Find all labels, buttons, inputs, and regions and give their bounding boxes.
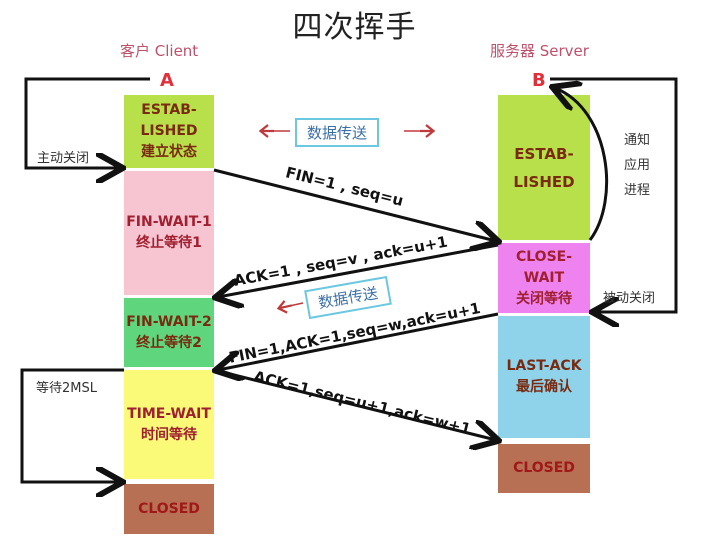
- data-arrow-left-2: [280, 303, 304, 308]
- state-zh: 时间等待: [141, 426, 197, 443]
- client-state-fin-wait-1: FIN-WAIT-1 终止等待1: [124, 171, 214, 295]
- state-en: TIME-WAIT: [127, 405, 211, 422]
- state-zh: 关闭等待: [516, 290, 572, 307]
- state-en: FIN-WAIT-1: [126, 214, 212, 230]
- state-en: FIN-WAIT-2: [126, 313, 212, 330]
- server-letter: B: [532, 70, 546, 91]
- client-state-closed: CLOSED: [124, 484, 214, 534]
- state-zh: 建立状态: [141, 144, 197, 160]
- notify-app-note: 通知 应用 进程: [624, 133, 651, 198]
- client-state-fin-wait-2: FIN-WAIT-2 终止等待2: [124, 298, 214, 367]
- client-state-time-wait: TIME-WAIT 时间等待: [124, 370, 214, 479]
- client-state-established: ESTAB- LISHED 建立状态: [124, 95, 214, 168]
- server-state-closed: CLOSED: [498, 444, 590, 493]
- passive-close-note: 被动关闭: [603, 291, 656, 306]
- server-state-close-wait: CLOSE-WAIT 关闭等待: [498, 243, 590, 313]
- msg-last-ack-line: [213, 368, 496, 440]
- diagram-title: 四次挥手: [292, 10, 417, 45]
- server-state-last-ack: LAST-ACK 最后确认: [498, 316, 590, 438]
- client-letter: A: [160, 70, 174, 91]
- passive-close-line: [550, 77, 678, 312]
- wait-2msl-line: [20, 368, 124, 482]
- state-en: ESTAB- LISHED: [140, 102, 198, 139]
- state-en: LAST-ACK: [506, 358, 582, 374]
- notify-app-curve: [555, 88, 608, 241]
- msg-fin-ack-line: [218, 312, 499, 370]
- wait-2msl-note: 等待2MSL: [36, 381, 97, 396]
- state-en: ESTAB- LISHED: [513, 144, 575, 191]
- active-close-note: 主动关闭: [37, 151, 90, 166]
- state-en: CLOSE-WAIT: [515, 248, 573, 286]
- state-en: CLOSED: [138, 500, 200, 517]
- state-zh: 最后确认: [516, 379, 572, 395]
- msg-fin-line: [213, 168, 496, 241]
- server-state-established: ESTAB- LISHED: [498, 95, 590, 240]
- client-label: 客户 Client: [120, 42, 199, 60]
- server-label: 服务器 Server: [490, 42, 589, 60]
- state-en: CLOSED: [513, 460, 575, 476]
- state-zh: 终止等待1: [136, 235, 202, 251]
- msg-ack-line: [218, 243, 499, 297]
- data-transfer-box-1: 数据传送: [295, 118, 380, 147]
- state-zh: 终止等待2: [136, 334, 202, 351]
- active-close-line: [24, 77, 150, 168]
